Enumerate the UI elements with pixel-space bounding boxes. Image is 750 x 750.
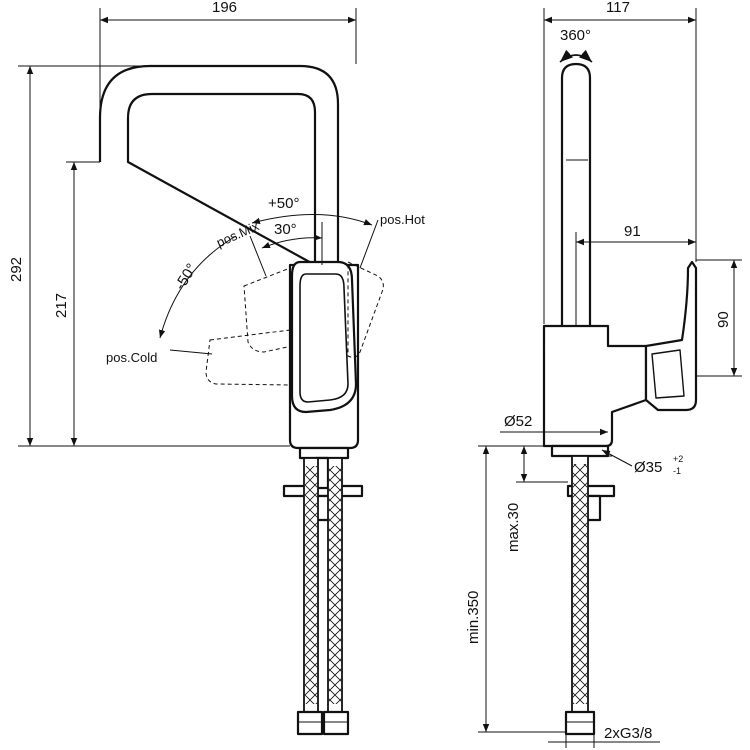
angle-minus-text: -50° [172, 261, 201, 293]
pos-cold-leader [169, 349, 213, 355]
dim-hole-tol-lower: -1 [673, 466, 681, 476]
angle-arc-mix [261, 234, 323, 249]
front-shank [298, 446, 350, 460]
dim-lever: 90 [715, 311, 732, 328]
angle-arc-cold [158, 235, 237, 339]
front-hose-left-braid [305, 466, 317, 704]
front-body [288, 263, 360, 450]
dim-width-front: 196 [212, 0, 237, 16]
side-body [542, 324, 648, 448]
dim-min-hose: min.350 [465, 591, 482, 644]
dim-width-side: 117 [606, 0, 630, 16]
thread-text: 2xG3/8 [604, 725, 652, 742]
lever-position-hot [347, 261, 384, 358]
dim-line-35-leader [601, 449, 633, 467]
front-hose-right-braid [329, 466, 341, 704]
side-base-ring [550, 444, 610, 458]
mix-lever-line [249, 235, 267, 277]
pos-hot-text: pos.Hot [380, 212, 425, 227]
side-lever-inner [651, 349, 685, 399]
rotation-text: 360° [560, 27, 591, 44]
angle-mix-text: 30° [274, 221, 297, 238]
side-spout [560, 62, 592, 326]
side-hose-braid [573, 464, 587, 704]
dim-hole-dia: Ø35 [634, 459, 662, 476]
pos-cold-text: pos.Cold [106, 350, 157, 365]
angle-plus-text: +50° [268, 195, 299, 212]
dim-reach: 91 [624, 223, 641, 240]
side-lever [644, 260, 698, 412]
dim-max-thickness: max.30 [505, 503, 522, 552]
front-lever [290, 260, 358, 414]
lever-position-cold [205, 329, 293, 386]
dim-spout-height: 217 [53, 293, 70, 318]
dim-base-dia: Ø52 [504, 413, 532, 430]
pos-hot-leader [359, 219, 379, 269]
front-lever-inner [299, 273, 349, 403]
front-view: +50° 30° -50° pos.Mix pos.Hot pos.Cold 1… [8, 0, 425, 736]
dim-total-height: 292 [8, 257, 25, 282]
front-connector-left [296, 710, 324, 736]
angle-arc-hot [251, 214, 373, 226]
rotation-arrow [559, 49, 593, 63]
front-connector-right [322, 710, 350, 736]
side-connector [564, 710, 596, 736]
lever-position-mix [243, 267, 293, 353]
dim-hole-tol-upper: +2 [673, 454, 683, 464]
side-view: 360° 117 91 90 Ø52 Ø35 +2 -1 max.30 m [465, 0, 742, 748]
